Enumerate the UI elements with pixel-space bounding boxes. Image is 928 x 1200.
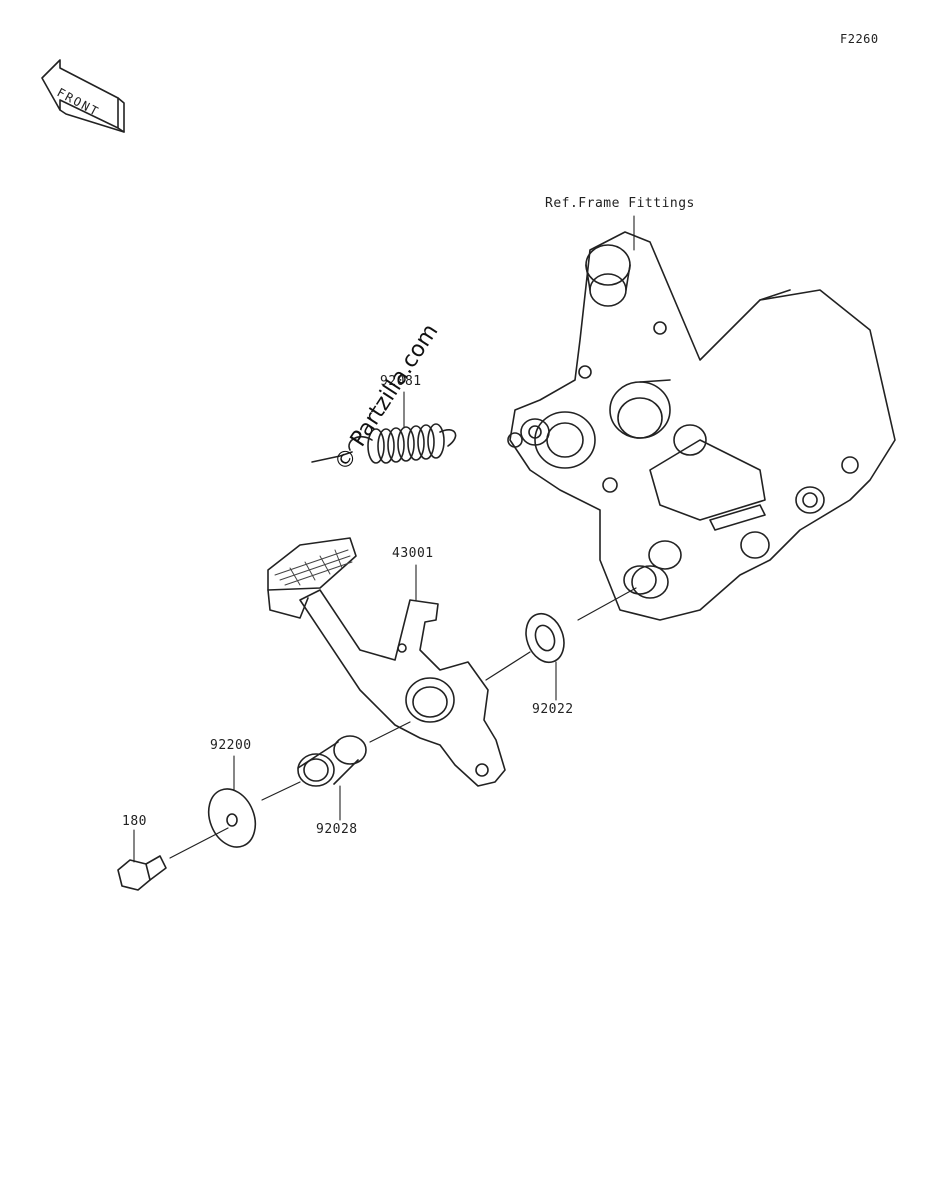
part-number-92022[interactable]: 92022 <box>532 702 574 717</box>
leader-lines <box>133 215 635 863</box>
part-number-92200[interactable]: 92200 <box>210 738 252 753</box>
collar-92028 <box>297 735 367 787</box>
front-arrow-icon <box>41 59 125 133</box>
part-number-92028[interactable]: 92028 <box>316 822 358 837</box>
ref-frame-fittings-label: Ref.Frame Fittings <box>545 196 695 211</box>
assembly-lines <box>169 587 637 859</box>
spring-92081 <box>311 423 457 464</box>
frame-fittings-bracket <box>507 231 896 621</box>
bolt-180 <box>117 855 167 891</box>
washer-92022 <box>525 612 565 664</box>
part-number-92081[interactable]: 92081 <box>380 374 422 389</box>
part-number-43001[interactable]: 43001 <box>392 546 434 561</box>
washer-92200 <box>207 788 257 848</box>
brake-pedal-43001 <box>267 537 506 787</box>
sheet-code: F2260 <box>840 32 879 46</box>
part-number-180[interactable]: 180 <box>122 814 147 829</box>
